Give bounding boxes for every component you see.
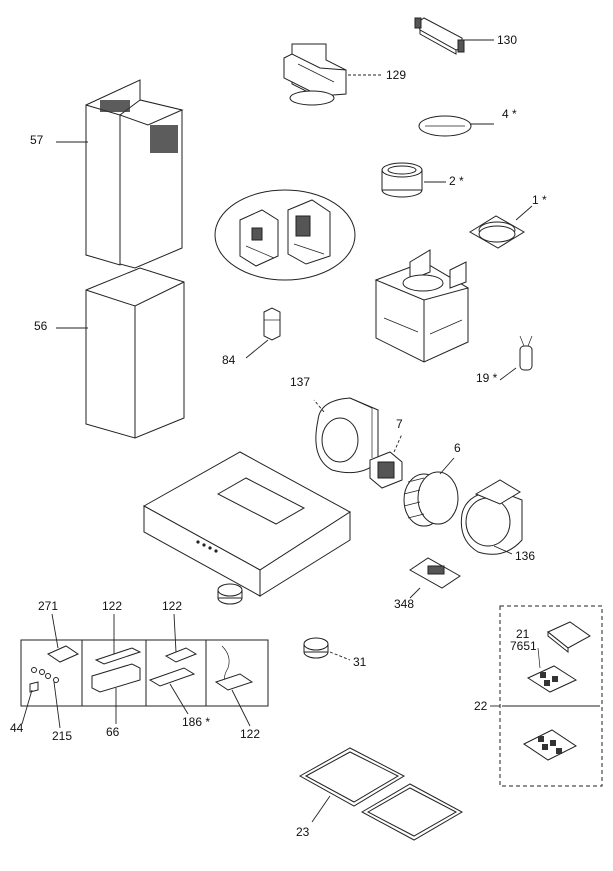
- label-57: 57: [30, 133, 44, 147]
- lead-186: [169, 683, 189, 715]
- lead-122-third: [231, 689, 251, 727]
- label-22: 22: [474, 699, 488, 713]
- part-2-duct-collar: [381, 162, 446, 198]
- part-84: [245, 307, 281, 359]
- label-186: 186 *: [182, 715, 210, 729]
- label-2: 2 *: [449, 174, 464, 188]
- label-6: 6: [454, 441, 461, 455]
- part-129-duct-transition: [283, 43, 382, 106]
- part-23-grease-filters: [298, 747, 464, 841]
- label-19: 19 *: [476, 371, 498, 385]
- label-348: 348: [394, 597, 414, 611]
- part-22-filter-kit: [490, 605, 603, 787]
- motor-housing-box: [374, 249, 470, 363]
- lead-44: [21, 689, 33, 725]
- knob-part: [217, 583, 243, 605]
- part-137-blower-scroll: [313, 397, 379, 474]
- label-122-first: 122: [102, 599, 122, 613]
- label-66: 66: [106, 725, 120, 739]
- lead-215: [53, 681, 61, 729]
- part-130-bracket: [414, 17, 494, 55]
- label-130: 130: [497, 33, 517, 47]
- control-variants-box: [20, 639, 269, 707]
- label-122-second: 122: [162, 599, 182, 613]
- part-19-capacitor: [499, 335, 533, 381]
- lead-122-second: [173, 613, 177, 653]
- part-348-light: [409, 557, 461, 599]
- part-56-lower-chimney: [56, 267, 185, 439]
- label-21: 21: [516, 627, 530, 641]
- label-56: 56: [34, 319, 48, 333]
- part-136-blower-housing: [460, 479, 523, 555]
- label-7651: 7651: [510, 639, 537, 653]
- label-215: 215: [52, 729, 72, 743]
- label-137: 137: [290, 375, 310, 389]
- label-44: 44: [10, 721, 24, 735]
- hood-body: [142, 451, 351, 597]
- label-4: 4 *: [502, 107, 517, 121]
- label-136: 136: [515, 549, 535, 563]
- label-129: 129: [386, 68, 406, 82]
- label-122-third: 122: [240, 727, 260, 741]
- part-6-fan-wheel: [403, 457, 459, 527]
- lead-271: [51, 613, 59, 649]
- part-57-upper-chimney: [56, 79, 184, 269]
- label-84: 84: [222, 353, 236, 367]
- part-31-knob: [303, 637, 351, 661]
- label-7: 7: [396, 417, 403, 431]
- part-7-motor: [369, 433, 403, 489]
- label-271: 271: [38, 599, 58, 613]
- control-detail-inset: [214, 189, 356, 281]
- label-23: 23: [296, 825, 310, 839]
- label-31: 31: [353, 655, 367, 669]
- label-1: 1 *: [532, 193, 547, 207]
- part-1-flange-ring: [469, 205, 533, 249]
- part-4-damper-plate: [418, 115, 494, 137]
